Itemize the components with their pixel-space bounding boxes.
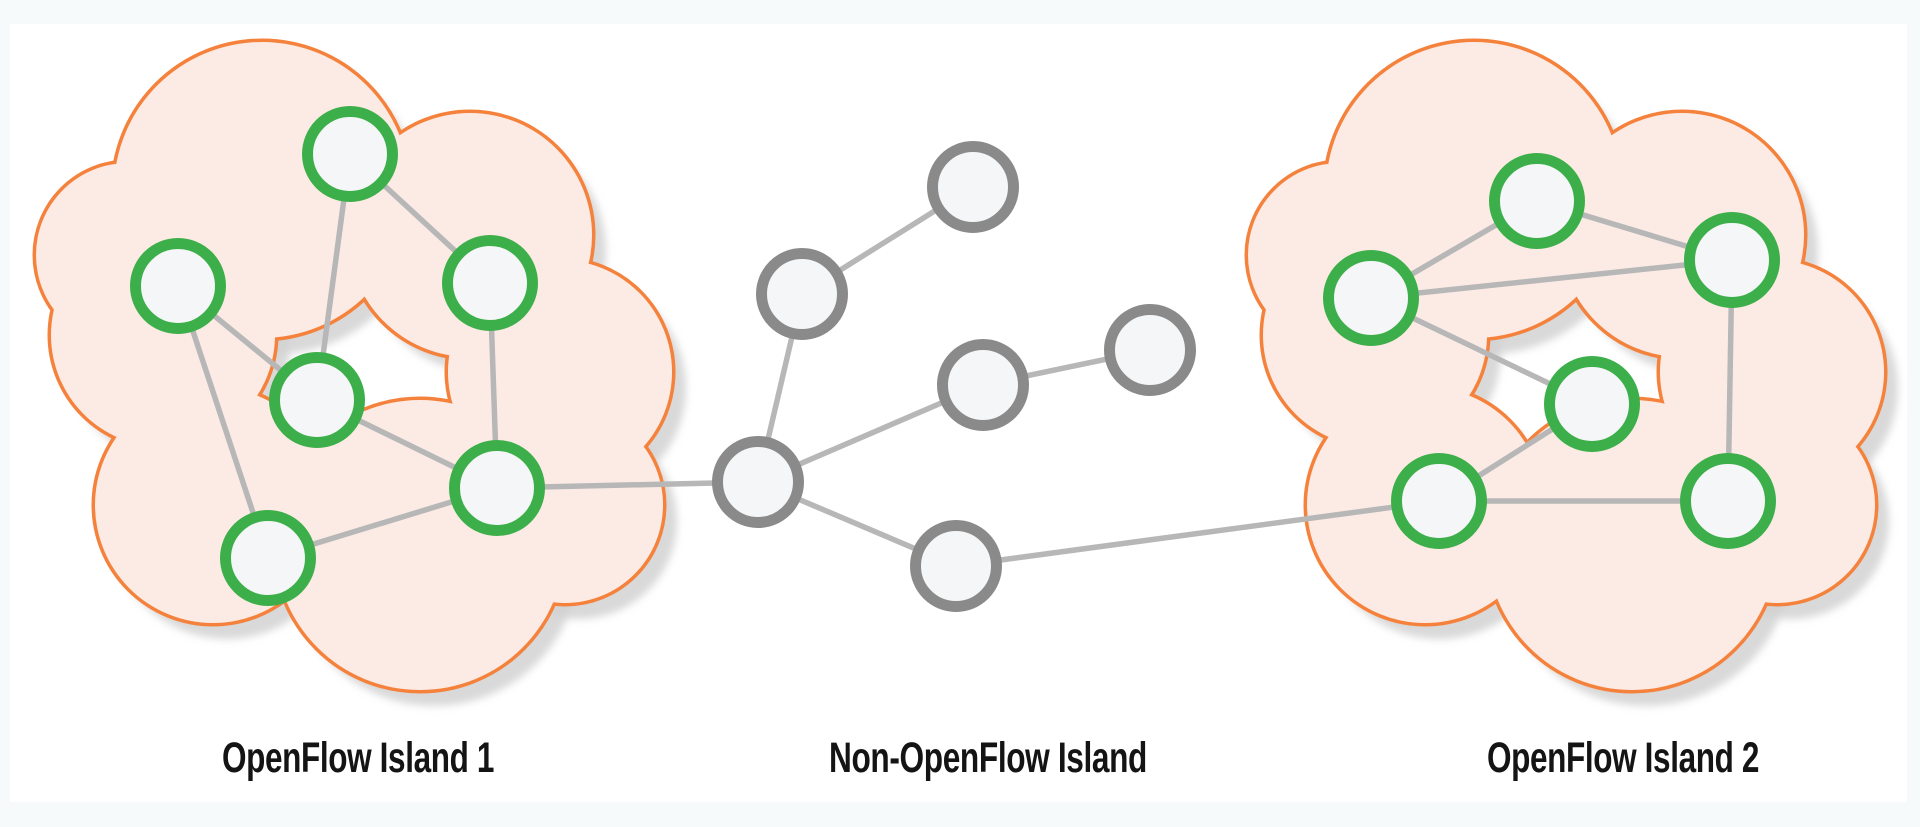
openflow-switch-node-of2-n3 (1684, 212, 1780, 308)
openflow-switch-node-of1-n6 (220, 510, 316, 606)
legacy-switch-node-nof-n4 (937, 339, 1029, 431)
legacy-switch-node-nof-n6 (910, 520, 1002, 612)
openflow-switch-node-of2-n5 (1391, 453, 1487, 549)
legacy-switch-node-nof-n5 (1104, 304, 1196, 396)
openflow-switch-node-of2-n6 (1680, 453, 1776, 549)
network-link-of2-n2-of2-n3 (1368, 257, 1735, 301)
openflow-switch-node-of2-n1 (1489, 153, 1585, 249)
openflow-switch-node-of2-n2 (1323, 250, 1419, 346)
openflow-switch-node-of2-n4 (1544, 356, 1640, 452)
openflow-switch-node-of1-n1 (302, 106, 398, 202)
openflow-switch-node-of1-n5 (449, 440, 545, 536)
non-openflow-island-label: Non-OpenFlow Island (829, 734, 1147, 782)
openflow-switch-node-of1-n4 (269, 352, 365, 448)
openflow-island-2-label: OpenFlow Island 2 (1487, 734, 1759, 782)
openflow-switch-node-of1-n2 (130, 238, 226, 334)
legacy-switch-node-nof-n1 (712, 436, 804, 528)
legacy-switch-node-nof-n3 (927, 141, 1019, 233)
legacy-switch-node-nof-n2 (756, 248, 848, 340)
openflow-island-1-label: OpenFlow Island 1 (222, 734, 494, 782)
network-link-nof-n6-of2-n5 (953, 498, 1442, 569)
openflow-switch-node-of1-n3 (442, 235, 538, 331)
nodes-layer (130, 106, 1780, 612)
